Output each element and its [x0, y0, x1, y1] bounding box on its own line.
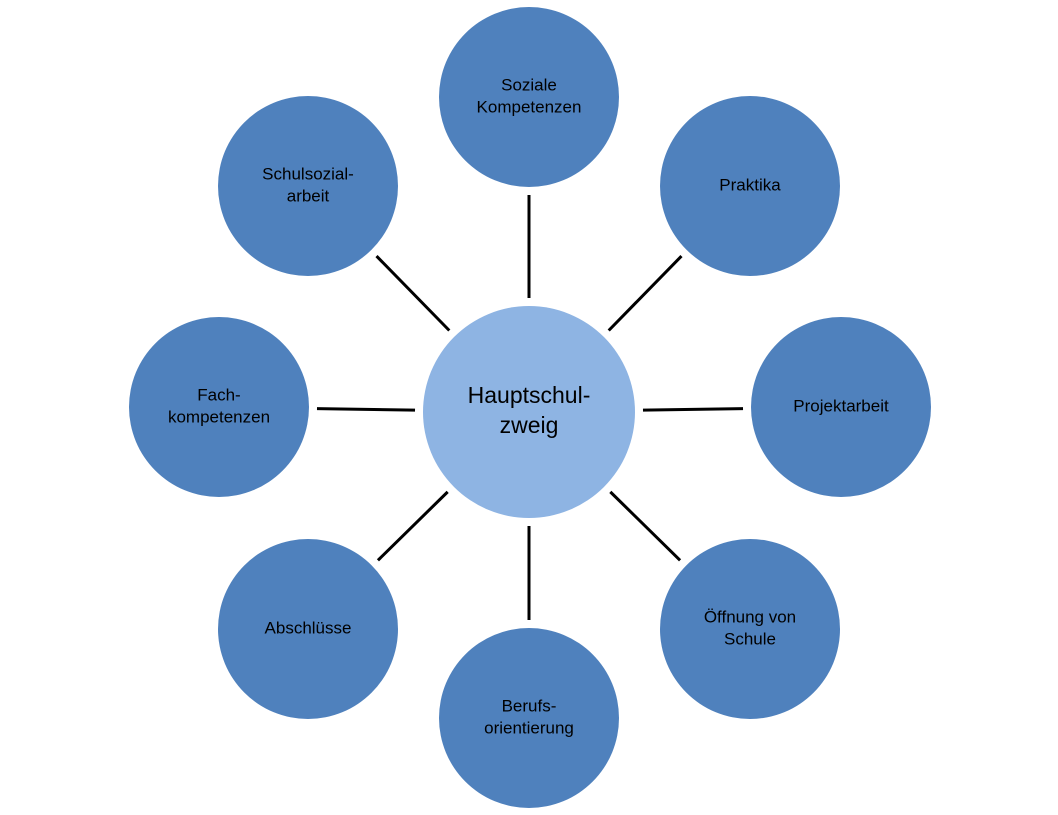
node-label-praktika-line-1: Praktika [719, 175, 781, 194]
node-praktika: Praktika [660, 96, 840, 276]
node-label-abschluesse-line-1: Abschlüsse [265, 618, 352, 637]
connector-oeffnung-von-schule [609, 490, 682, 562]
node-label-soziale-kompetenzen-line-1: Soziale [501, 75, 557, 94]
node-fachkompetenzen: Fach-kompetenzen [129, 317, 309, 497]
node-label-fachkompetenzen-line-1: Fach- [197, 385, 240, 404]
center-node: Hauptschul-zweig [423, 306, 635, 518]
node-circle-soziale-kompetenzen [439, 7, 619, 187]
node-circle-oeffnung-von-schule [660, 539, 840, 719]
node-label-berufsorientierung-line-2: orientierung [484, 718, 574, 737]
node-circle-praktika [660, 96, 840, 276]
center-label-line-2: zweig [500, 412, 559, 438]
center-circle [423, 306, 635, 518]
connectors [316, 195, 744, 620]
node-circle-schulsozialarbeit [218, 96, 398, 276]
node-circle-fachkompetenzen [129, 317, 309, 497]
node-label-schulsozialarbeit-line-2: arbeit [287, 186, 330, 205]
connector-praktika [607, 255, 683, 332]
connector-projektarbeit [642, 407, 744, 412]
node-label-oeffnung-von-schule-line-2: Schule [724, 629, 776, 648]
node-label-oeffnung-von-schule-line-1: Öffnung von [704, 607, 796, 626]
node-label-projektarbeit-line-1: Projektarbeit [793, 396, 889, 415]
node-schulsozialarbeit: Schulsozial-arbeit [218, 96, 398, 276]
node-label-soziale-kompetenzen-line-2: Kompetenzen [477, 97, 582, 116]
node-label-fachkompetenzen-line-2: kompetenzen [168, 407, 270, 426]
node-circle-abschluesse [218, 539, 398, 719]
node-circle-projektarbeit [751, 317, 931, 497]
node-label-schulsozialarbeit-line-1: Schulsozial- [262, 164, 354, 183]
node-berufsorientierung: Berufs-orientierung [439, 628, 619, 808]
node-circle-berufsorientierung [439, 628, 619, 808]
connector-fachkompetenzen [316, 407, 416, 412]
node-abschluesse: Abschlüsse [218, 539, 398, 719]
connector-schulsozialarbeit [375, 255, 451, 332]
outer-nodes: SozialeKompetenzenPraktikaProjektarbeitÖ… [129, 7, 931, 808]
node-label-berufsorientierung-line-1: Berufs- [502, 696, 557, 715]
connector-abschluesse [376, 490, 449, 562]
center-label-line-1: Hauptschul- [468, 382, 591, 408]
node-projektarbeit: Projektarbeit [751, 317, 931, 497]
